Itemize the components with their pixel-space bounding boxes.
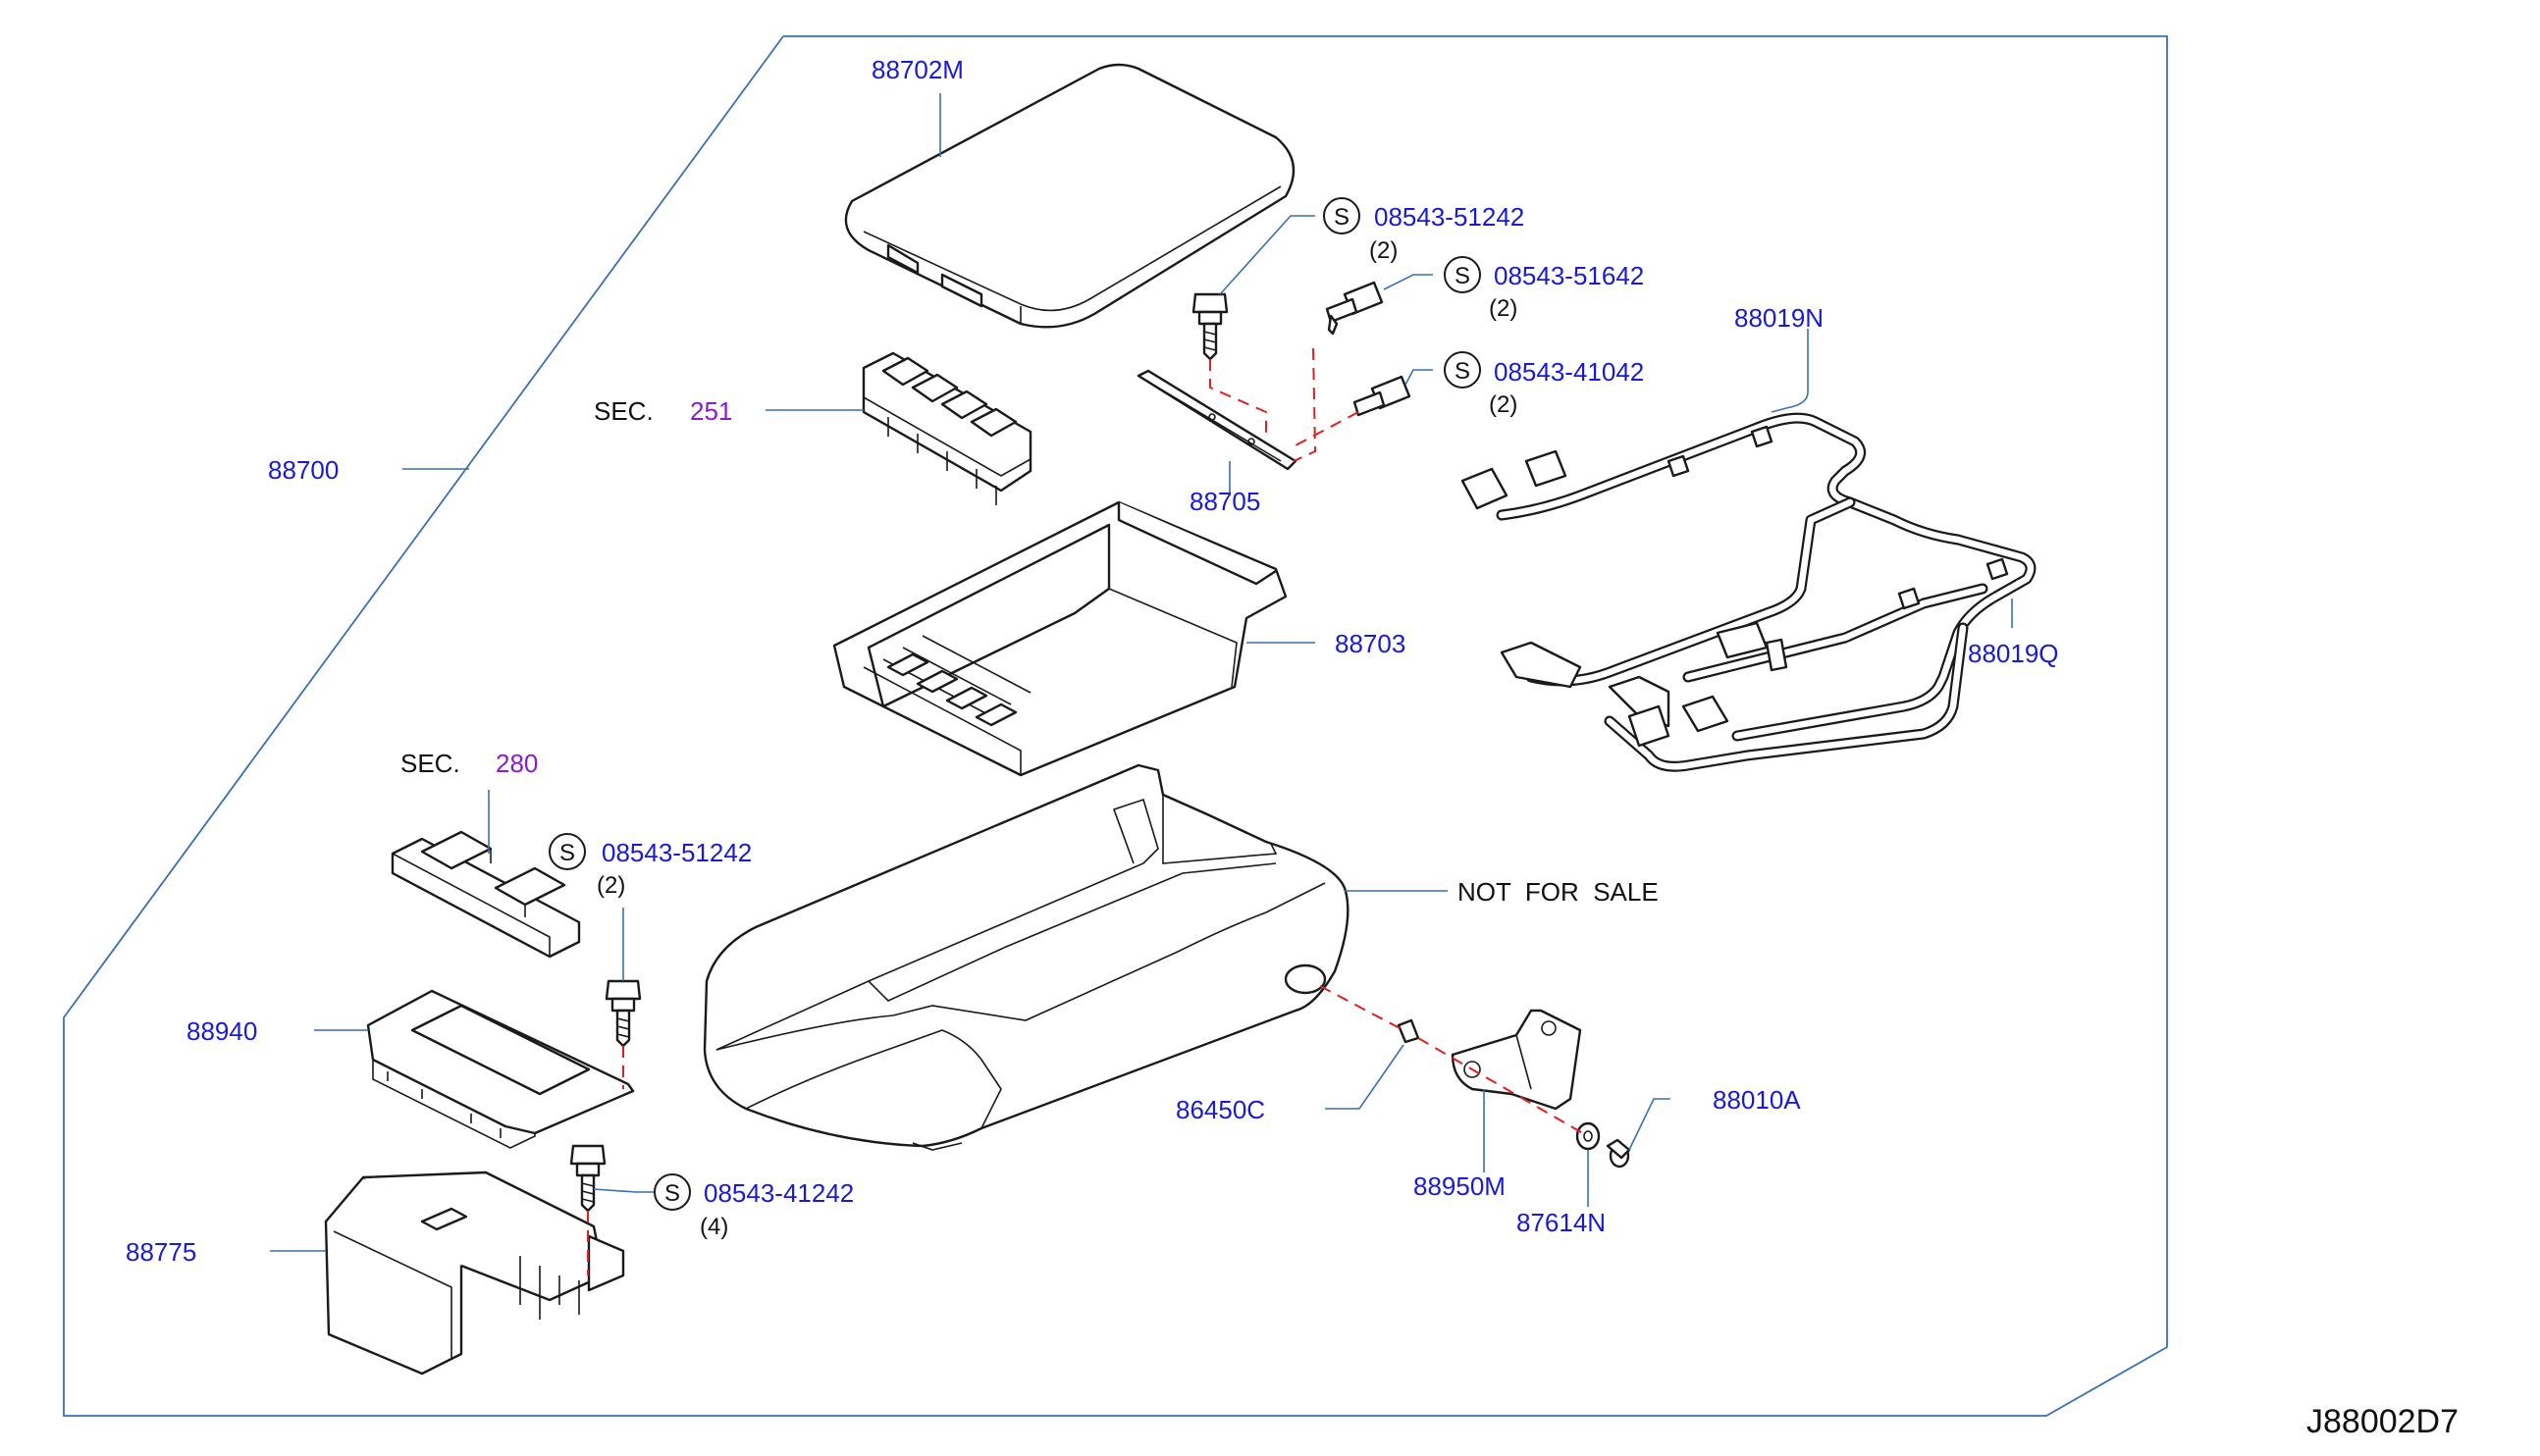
bracket-part [1137, 369, 1297, 471]
svg-text:S: S [1455, 358, 1470, 385]
label-sec-280-number[interactable]: 280 [496, 749, 538, 778]
assembly-dash-stay [1319, 985, 1589, 1137]
console-body-part [703, 763, 1349, 1151]
label-harness-lower: 88019Q [1968, 639, 2059, 668]
label-screw-3-qty: (2) [1489, 391, 1517, 418]
screw-08543-51242-a [1191, 292, 1229, 361]
label-clip: 86450C [1176, 1095, 1265, 1124]
label-screw-4-qty: (2) [597, 872, 625, 899]
diagram-id: J88002D7 [2306, 1403, 2459, 1440]
armrest-lid-part [844, 63, 1296, 329]
label-sec-280-prefix: SEC. [400, 749, 460, 778]
svg-text:S: S [664, 1180, 680, 1207]
screw-symbol-3: S [1444, 351, 1481, 389]
svg-text:S: S [1455, 263, 1470, 289]
label-screw-1-qty: (2) [1369, 237, 1398, 264]
label-bracket: 88705 [1190, 487, 1260, 516]
label-sec-251-prefix: SEC. [594, 396, 654, 426]
screw-symbol-5: S [654, 1173, 691, 1211]
svg-text:S: S [559, 840, 575, 866]
screw-symbol-2: S [1444, 256, 1481, 293]
svg-text:S: S [1334, 204, 1349, 231]
label-screw-3-part: 08543-41042 [1494, 357, 1644, 387]
screw-08543-41042 [1352, 375, 1411, 417]
label-screw-1-part: 08543-51242 [1374, 202, 1524, 232]
label-stay: 88950M [1413, 1171, 1506, 1201]
label-screw-2-part: 08543-51642 [1494, 261, 1644, 290]
label-screw-4-part: 08543-51242 [602, 838, 752, 867]
screw-08543-51642 [1325, 281, 1384, 336]
label-pin: 88010A [1713, 1085, 1801, 1115]
label-screw-5-qty: (4) [700, 1214, 728, 1240]
label-ashtray: 88775 [126, 1237, 196, 1267]
assembly-frame [63, 35, 2168, 1417]
screw-symbol-4: S [549, 833, 586, 870]
label-harness-upper: 88019N [1734, 303, 1824, 333]
pin-part [1606, 1138, 1631, 1169]
screw-08543-51242-b [605, 979, 642, 1048]
stay-part [1451, 1009, 1582, 1111]
label-screw-2-qty: (2) [1489, 295, 1517, 322]
label-screw-5-part: 08543-41242 [704, 1178, 854, 1208]
inner-tray-part [832, 500, 1288, 777]
label-washer: 87614N [1516, 1208, 1606, 1237]
wire-harness-part [1460, 412, 2037, 772]
label-finisher: 88940 [186, 1016, 257, 1046]
label-sec-251-number[interactable]: 251 [690, 396, 732, 426]
label-console-assembly: 88700 [268, 455, 339, 485]
label-inner-tray: 88703 [1335, 629, 1405, 658]
switch-block-part [862, 351, 1032, 505]
washer-part [1575, 1121, 1601, 1151]
finisher-part [366, 989, 635, 1149]
leader-lines [270, 93, 2013, 1252]
screw-symbol-1: S [1323, 197, 1360, 234]
clip-part [1397, 1018, 1420, 1044]
window-switch-part [391, 830, 581, 959]
assembly-dash-bracket [1209, 347, 1359, 462]
ashtray-part [324, 1170, 625, 1376]
label-not-for-sale: NOT FOR SALE [1457, 877, 1659, 907]
label-armrest-lid: 88702M [872, 55, 964, 84]
screw-08543-41242 [569, 1144, 607, 1213]
